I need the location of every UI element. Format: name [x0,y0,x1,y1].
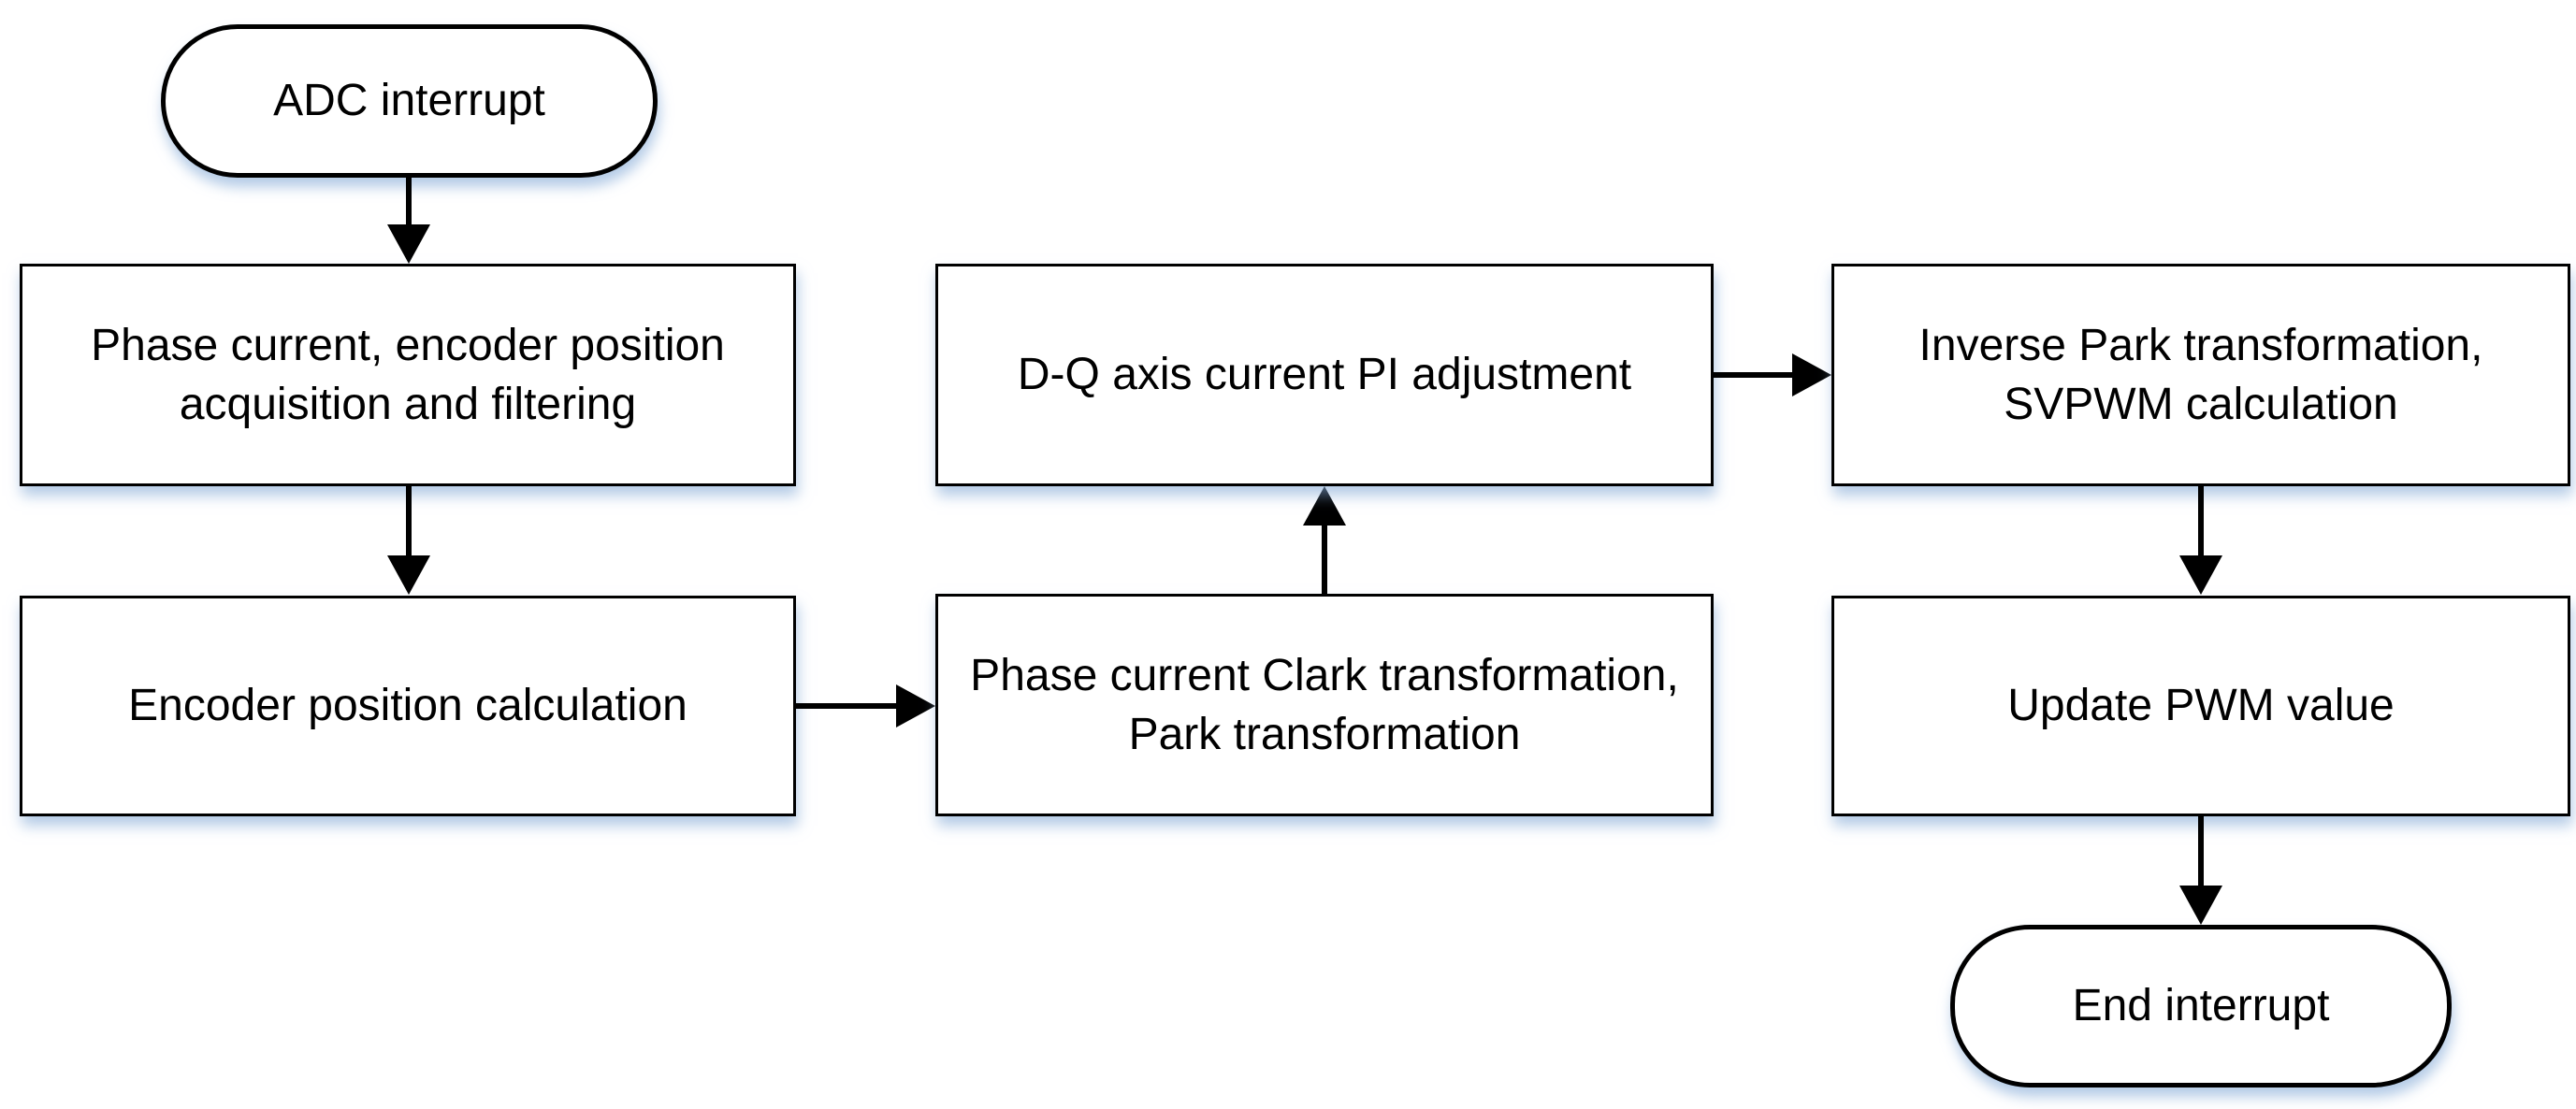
node-acquisition-filtering-label: Phase current, encoder position acquisit… [91,320,725,429]
arrowhead-right [896,684,935,727]
node-end-interrupt: End interrupt [1950,925,2452,1087]
node-dq-pi-adjustment-label: D-Q axis current PI adjustment [1017,350,1632,400]
arrowhead-down [387,555,430,595]
node-dq-pi-adjustment: D-Q axis current PI adjustment [935,264,1714,486]
arrow-stem [796,703,896,709]
node-encoder-position-calculation: Encoder position calculation [20,596,796,816]
node-update-pwm-value-label: Update PWM value [2007,681,2395,731]
node-adc-interrupt: ADC interrupt [161,24,658,178]
node-acquisition-filtering: Phase current, encoder position acquisit… [20,264,796,486]
node-end-interrupt-label: End interrupt [2072,981,2330,1031]
arrowhead-up [1303,486,1346,526]
node-inverse-park-svpwm: Inverse Park transformation, SVPWM calcu… [1831,264,2570,486]
node-inverse-park-svpwm-label: Inverse Park transformation, SVPWM calcu… [1918,320,2483,429]
arrow-stem [2198,486,2204,555]
arrow-stem [406,486,412,555]
node-clark-park-transformation: Phase current Clark transformation, Park… [935,594,1714,816]
arrowhead-down [2179,555,2222,595]
arrow-stem [1714,372,1792,378]
arrow-stem [406,178,412,226]
node-adc-interrupt-label: ADC interrupt [273,76,545,126]
arrow-stem [2198,816,2204,886]
arrowhead-right [1792,353,1831,396]
node-encoder-position-calculation-label: Encoder position calculation [128,681,687,731]
node-update-pwm-value: Update PWM value [1831,596,2570,816]
arrowhead-down [2179,886,2222,925]
node-clark-park-transformation-label: Phase current Clark transformation, Park… [970,650,1679,759]
arrow-stem [1322,526,1327,594]
arrowhead-down [387,224,430,264]
